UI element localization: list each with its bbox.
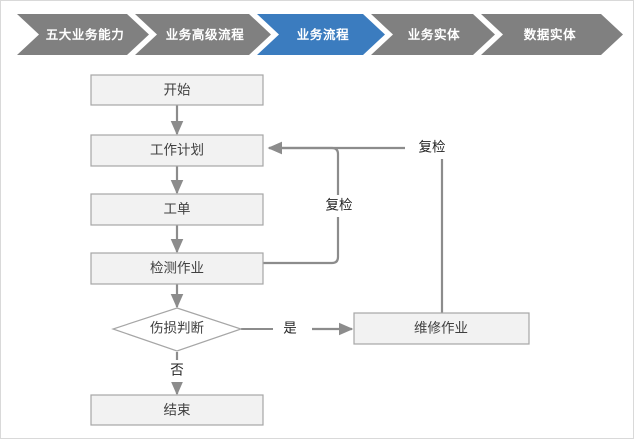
flowchart: 开始 工作计划 工单 检测作业 伤损判断 — [1, 57, 633, 438]
edge-label-yes-text: 是 — [283, 321, 297, 336]
breadcrumb-item-3-label: 业务流程 — [297, 27, 349, 42]
breadcrumb-item-5-label: 数据实体 — [523, 27, 576, 42]
node-work-order-shape — [90, 193, 264, 226]
node-work-order-label: 工单 — [164, 202, 191, 217]
node-end[interactable]: 结束 — [90, 394, 264, 426]
node-repair-shape — [353, 312, 530, 345]
edge-label-recheck-outer: 复检 — [405, 137, 459, 159]
node-decision-label: 伤损判断 — [150, 321, 204, 336]
node-work-order[interactable]: 工单 — [90, 193, 264, 226]
breadcrumb-item-4[interactable]: 业务实体 — [371, 14, 495, 55]
breadcrumb: 五大业务能力 业务高级流程 业务流程 业务实体 数据实体 — [1, 14, 633, 55]
node-end-shape — [90, 394, 264, 426]
node-repair[interactable]: 维修作业 — [353, 312, 530, 345]
chevron-shape — [371, 14, 495, 55]
node-start-label: 开始 — [164, 83, 191, 98]
node-decision-shape — [111, 307, 243, 352]
edge-label-recheck-outer-text: 复检 — [419, 139, 446, 155]
breadcrumb-item-2[interactable]: 业务高级流程 — [135, 14, 271, 55]
breadcrumb-item-1-label: 五大业务能力 — [46, 27, 125, 42]
node-inspection-label: 检测作业 — [150, 261, 204, 276]
breadcrumb-item-4-label: 业务实体 — [408, 27, 460, 42]
breadcrumb-item-5[interactable]: 数据实体 — [481, 14, 623, 55]
breadcrumb-item-1[interactable]: 五大业务能力 — [17, 14, 149, 55]
edge-label-no: 否 — [163, 360, 191, 382]
node-work-plan[interactable]: 工作计划 — [90, 134, 264, 167]
breadcrumb-item-2-label: 业务高级流程 — [166, 27, 245, 42]
edge-label-recheck-inner-text: 复检 — [326, 197, 353, 213]
chevron-shape — [481, 14, 623, 55]
chevron-shape — [135, 14, 271, 55]
chevron-shape-active — [257, 14, 385, 55]
edge-label-no-text: 否 — [170, 363, 184, 378]
node-work-plan-shape — [90, 134, 264, 167]
edge-label-yes: 是 — [276, 318, 304, 340]
chevron-shape — [17, 14, 149, 55]
node-end-label: 结束 — [164, 403, 191, 418]
node-start-shape — [90, 74, 264, 106]
node-inspection[interactable]: 检测作业 — [90, 252, 264, 285]
node-decision[interactable]: 伤损判断 — [111, 307, 243, 352]
node-work-plan-label: 工作计划 — [150, 143, 204, 158]
node-repair-label: 维修作业 — [414, 321, 468, 336]
breadcrumb-item-3[interactable]: 业务流程 — [257, 14, 385, 55]
node-start[interactable]: 开始 — [90, 74, 264, 106]
node-inspection-shape — [90, 252, 264, 285]
connector-recheck-outer-loop — [267, 141, 444, 313]
edge-label-recheck-inner: 复检 — [314, 195, 364, 217]
